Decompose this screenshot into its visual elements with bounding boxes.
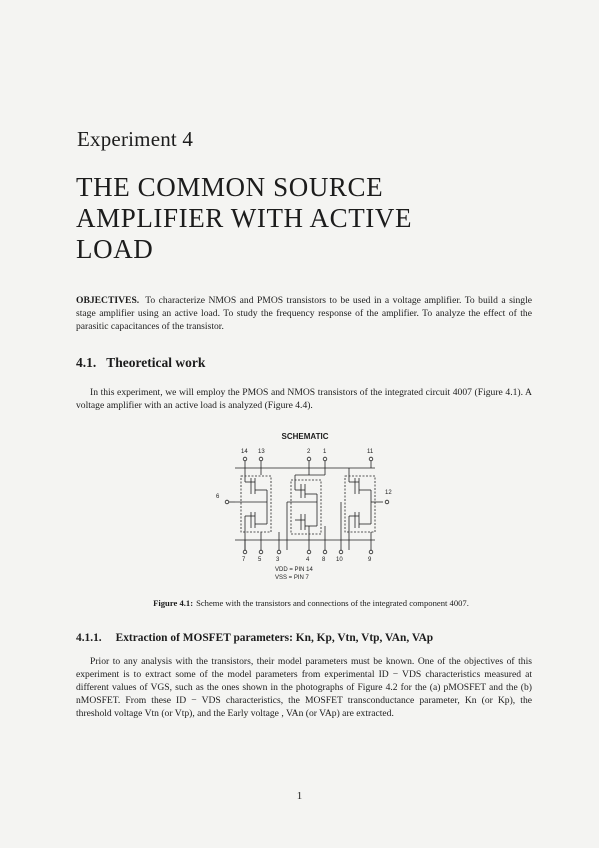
objectives-label: OBJECTIVES. [76,295,140,306]
side-pin-terminal-right [384,499,390,505]
side-pin-terminal-left [224,499,230,505]
vss-note: VSS = PIN 7 [275,575,310,581]
pin-label-1: 1 [323,449,327,455]
transistor-pair-2 [286,474,326,550]
pin-label-4: 4 [306,557,310,563]
page-number: 1 [296,790,303,802]
caption-label: Figure 4.1: [153,598,194,608]
transistor-pair-3 [340,468,383,550]
pin-label-2: 2 [307,449,311,455]
intro-paragraph: In this experiment, we will employ the P… [76,387,532,411]
objectives-paragraph: OBJECTIVES.To characterize NMOS and PMOS… [76,294,532,333]
subsection-heading: 4.1.1. Extraction of MOSFET parameters: K… [76,632,433,644]
vdd-note: VDD = PIN 14 [275,567,314,573]
pin-label-13: 13 [258,449,265,455]
caption-text: Scheme with the transistors and connecti… [196,598,469,608]
pin-label-9: 9 [368,557,372,563]
title-line-3: LOAD [76,234,154,264]
transistor-pair-1 [235,468,272,550]
subsection-number: 4.1.1. [76,632,102,644]
section-number: 4.1. [76,355,97,370]
pin-label-7: 7 [242,557,246,563]
title-line-2: AMPLIFIER WITH ACTIVE [76,203,413,233]
subsection-title: Extraction of MOSFET parameters: Kn, Kp,… [115,632,434,644]
pin-label-11: 11 [367,449,374,455]
pin-label-12: 12 [385,490,392,496]
pin-label-5: 5 [258,557,262,563]
figure-caption: Figure 4.1:Scheme with the transistors a… [96,598,526,608]
title-line-1: THE COMMON SOURCE [76,172,384,202]
pin-label-10: 10 [336,557,343,563]
chapter-title: THE COMMON SOURCE AMPLIFIER WITH ACTIVE … [76,172,412,265]
pin-label-14: 14 [241,449,248,455]
body-paragraph: Prior to any analysis with the transisto… [76,656,532,719]
pin-label-3: 3 [276,557,280,563]
section-heading: 4.1. Theoretical work [76,355,205,371]
section-title: Theoretical work [106,355,206,370]
schematic-diagram: 14 13 2 1 11 [216,449,392,581]
chapter-label: Experiment 4 [77,127,194,151]
bottom-pin-terminals [242,532,374,555]
pin-label-8: 8 [322,557,326,563]
pin-label-6: 6 [216,494,220,500]
objectives-text: To characterize NMOS and PMOS transistor… [76,295,532,332]
top-pin-terminals [242,456,374,475]
schematic-heading: SCHEMATIC [281,432,329,441]
